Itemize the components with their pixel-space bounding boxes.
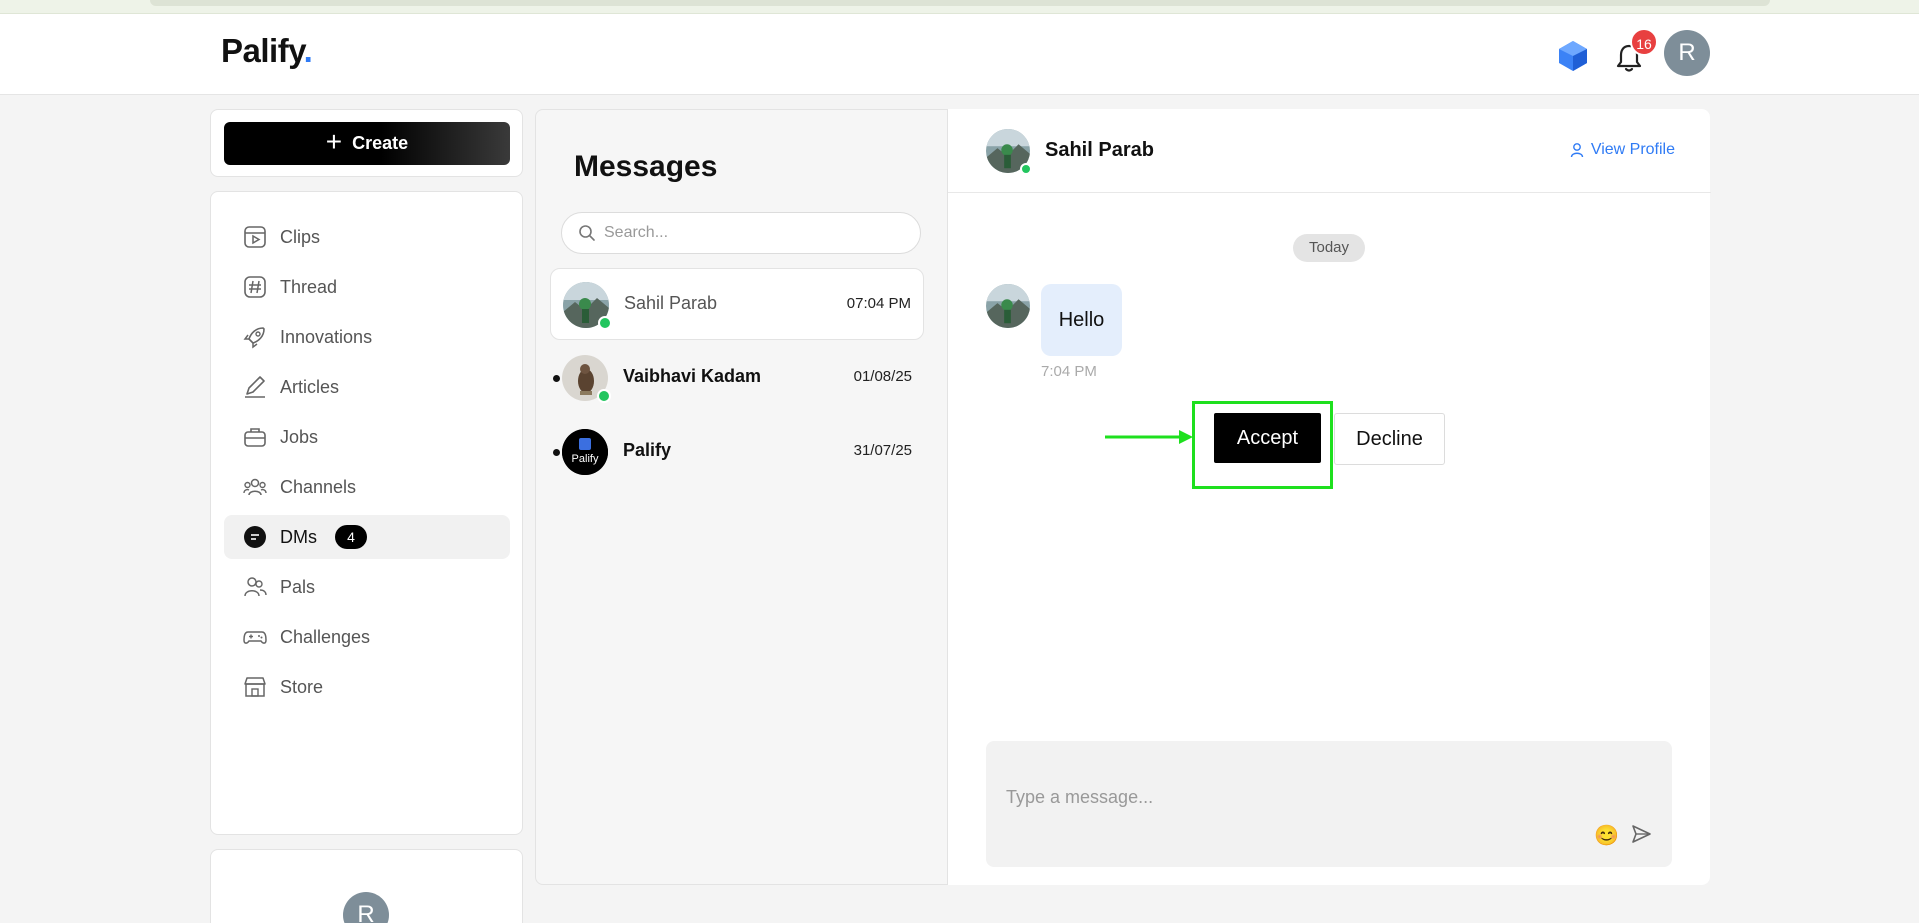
clips-icon [244, 226, 266, 248]
app-header: Palify. 16 R [0, 14, 1919, 95]
view-profile-label: View Profile [1590, 141, 1675, 158]
palify-avatar: Palify [562, 429, 608, 475]
profile-card: R [210, 849, 523, 923]
online-indicator [598, 316, 612, 330]
annotation-highlight-box [1192, 401, 1333, 489]
browser-top-strip [0, 0, 1919, 14]
emoji-button[interactable]: 😊 [1594, 825, 1619, 847]
user-icon [1570, 143, 1584, 158]
annotation-arrow-icon [1105, 430, 1193, 444]
profile-avatar[interactable]: R [343, 892, 389, 923]
sidebar-item-dms[interactable]: DMs 4 [224, 515, 510, 559]
create-card: + Create [210, 109, 523, 177]
sidebar-item-label: DMs [280, 526, 317, 547]
sidebar-item-label: Pals [280, 576, 316, 597]
palify-avatar-text: Palify [571, 453, 599, 465]
notification-badge: 16 [1630, 28, 1658, 56]
rocket-icon [243, 327, 265, 349]
sidebar-nav: Clips Thread Innovations Articles Jobs C… [210, 191, 523, 835]
search-input[interactable] [604, 224, 904, 242]
search-icon [579, 225, 595, 241]
sidebar-item-innovations[interactable]: Innovations [224, 315, 510, 359]
hashtag-icon [244, 276, 266, 298]
online-indicator [597, 389, 611, 403]
unread-dot [553, 375, 560, 382]
conversation-vaibhavi-kadam[interactable]: Vaibhavi Kadam 01/08/25 [550, 342, 924, 414]
chat-header: Sahil Parab View Profile [948, 109, 1711, 193]
chat-bubble-icon [244, 526, 266, 548]
send-icon[interactable] [1630, 823, 1652, 845]
date-divider: Today [1293, 234, 1365, 262]
conversation-time: 07:04 PM [846, 295, 911, 312]
message-time: 7:04 PM [1041, 363, 1097, 380]
sidebar-item-label: Innovations [280, 326, 373, 347]
sidebar-item-articles[interactable]: Articles [224, 365, 510, 409]
gem-icon[interactable] [1556, 39, 1590, 73]
sidebar-item-label: Store [280, 676, 324, 697]
pals-icon [244, 577, 267, 597]
sidebar-item-thread[interactable]: Thread [224, 265, 510, 309]
decline-button[interactable]: Decline [1334, 413, 1445, 465]
conversation-name: Sahil Parab [624, 293, 718, 313]
plus-icon: + [325, 126, 343, 157]
unread-dot [553, 449, 560, 456]
dm-count-badge: 4 [335, 525, 367, 549]
sidebar-item-store[interactable]: Store [224, 665, 510, 709]
top-strip-bar [150, 0, 1770, 6]
accept-button[interactable]: Accept [1214, 413, 1321, 463]
logo-text: Palify [221, 32, 304, 69]
message-sender-avatar [986, 284, 1030, 328]
chat-window: Sahil Parab View Profile Today Hello 7:0… [947, 109, 1711, 885]
chat-contact-name: Sahil Parab [1045, 139, 1154, 161]
message-input[interactable] [1006, 787, 1566, 817]
sidebar-item-label: Thread [280, 276, 338, 297]
conversation-name: Vaibhavi Kadam [623, 366, 762, 386]
message-bubble: Hello [1041, 284, 1122, 356]
sidebar-item-label: Articles [280, 376, 340, 397]
palify-logo[interactable]: Palify. [221, 32, 313, 70]
conversation-time: 01/08/25 [853, 368, 912, 385]
briefcase-icon [244, 428, 266, 447]
sidebar-item-jobs[interactable]: Jobs [224, 415, 510, 459]
sidebar-item-clips[interactable]: Clips [224, 215, 510, 259]
sidebar-item-label: Channels [280, 476, 357, 497]
sidebar-item-pals[interactable]: Pals [224, 565, 510, 609]
chat-contact-avatar[interactable] [986, 129, 1030, 173]
conversation-palify[interactable]: Palify Palify 31/07/25 [550, 416, 924, 488]
sidebar-item-challenges[interactable]: Challenges [224, 615, 510, 659]
channels-icon [243, 478, 267, 496]
search-box [561, 212, 921, 254]
message-composer: 😊 [986, 741, 1672, 867]
sidebar-item-label: Jobs [280, 426, 319, 447]
sidebar-item-label: Challenges [280, 626, 371, 647]
store-icon [244, 677, 266, 697]
pen-icon [245, 376, 265, 398]
messages-title: Messages [574, 150, 718, 183]
conversation-name: Palify [623, 440, 672, 460]
online-indicator [1020, 163, 1032, 175]
sidebar-item-channels[interactable]: Channels [224, 465, 510, 509]
user-avatar[interactable]: R [1664, 30, 1710, 76]
logo-dot: . [303, 32, 313, 69]
gamepad-icon [243, 631, 267, 644]
create-button[interactable]: + Create [224, 122, 510, 165]
conversation-sahil-parab[interactable]: Sahil Parab 07:04 PM [550, 268, 924, 340]
sidebar-item-label: Clips [280, 226, 321, 247]
create-label: Create [352, 133, 409, 153]
conversation-time: 31/07/25 [853, 442, 912, 459]
view-profile-link[interactable]: View Profile [1569, 141, 1675, 159]
